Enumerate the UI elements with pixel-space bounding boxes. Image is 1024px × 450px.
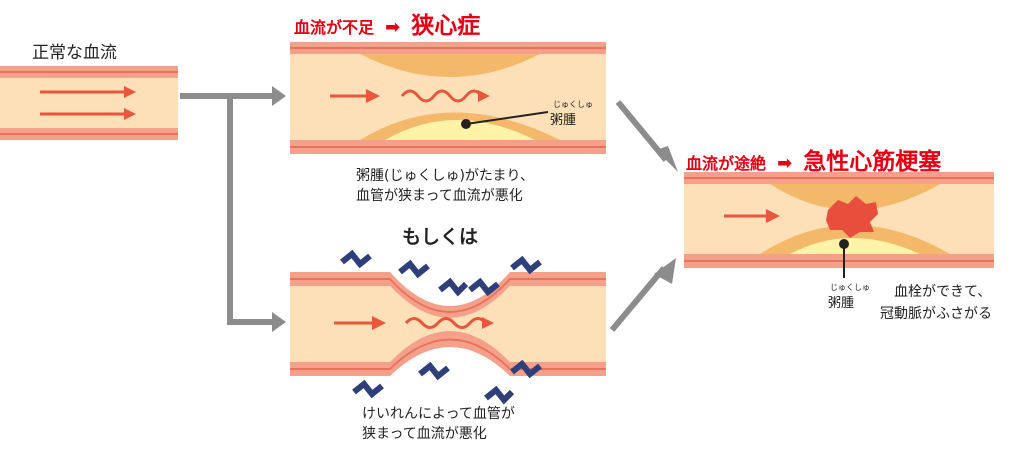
arrowhead-right-bottom [654,258,676,284]
infarction-plaque-ruby: じゅくしゅ [830,283,870,292]
thrombus [826,196,878,238]
connector-right [609,100,669,332]
or-label: もしくは [402,226,479,248]
right-arrow-icon: ➡ [385,17,401,38]
connector-arrowhead-top [272,86,286,106]
angina-plaque-label: 粥腫 [550,113,577,128]
infarction-vessel [684,172,994,278]
spasm-zigzags [340,249,542,405]
spasm-vessel [290,272,606,376]
infarction-result: 急性心筋梗塞 [803,149,942,175]
right-arrow-icon: ➡ [777,153,793,174]
angina-title: 血流が不足 ➡ 狭心症 [294,6,480,40]
connector-left [180,93,272,325]
angina-caption-line1: 粥腫(じゅくしゅ)がたまり、 [356,168,534,184]
normal-vessel [0,66,178,140]
infarction-caption-line2: 冠動脈がふさがる [880,306,992,322]
angina-cause: 血流が不足 [294,18,375,37]
angina-plaque-ruby: じゅくしゅ [553,100,593,109]
normal-flow-label: 正常な血流 [32,43,117,63]
angina-vessel [290,42,606,154]
spasm-caption-line2: 狭まって血流が悪化 [362,426,487,442]
angina-result: 狭心症 [411,13,481,39]
infarction-title: 血流が途絶 ➡ 急性心筋梗塞 [686,142,941,176]
infarction-cause: 血流が途絶 [686,154,767,173]
spasm-caption-line1: けいれんによって血管が [362,406,515,422]
angina-caption-line2: 血管が狭まって血流が悪化 [356,188,523,204]
arrowhead-right-top [656,146,678,172]
infarction-plaque-label: 粥腫 [828,296,855,311]
infarction-caption-line1: 血栓ができて、 [894,284,992,300]
connector-arrowhead-bottom [272,312,286,332]
